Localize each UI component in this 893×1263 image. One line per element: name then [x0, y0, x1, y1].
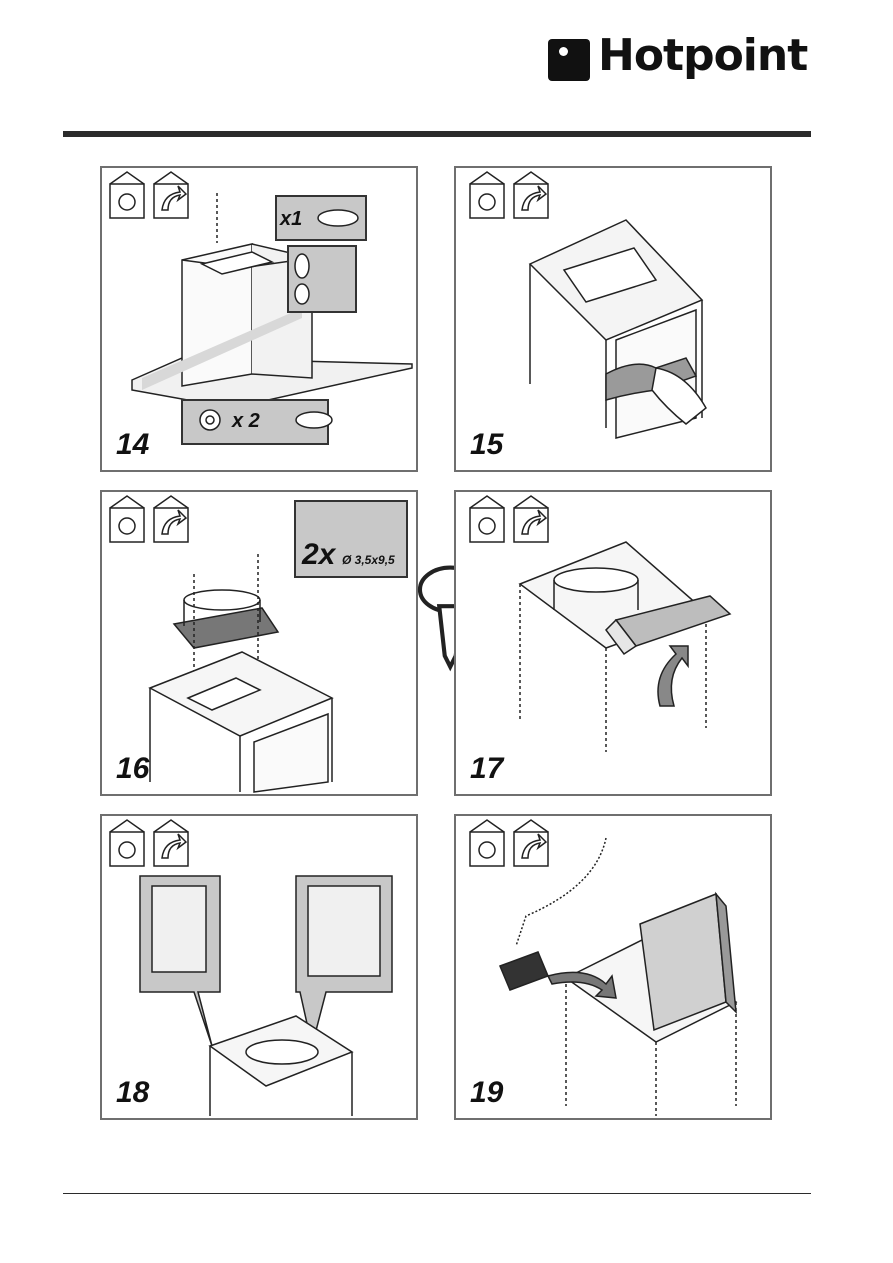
recirculation-mode-icon: [470, 508, 504, 542]
step-17-illustration: [456, 492, 770, 794]
step-panel-16: 2x Ø 3,5x9,5 16: [100, 490, 418, 796]
recirculation-mode-icon: [110, 184, 144, 218]
step-panel-17: 17: [454, 490, 772, 796]
screw-spec-box: 2x Ø 3,5x9,5: [294, 500, 408, 578]
screw-count-bottom: x 2: [232, 410, 260, 433]
step-panel-14: x1 x 2 14: [100, 166, 418, 472]
step-number: 15: [470, 428, 503, 462]
step-number: 17: [470, 752, 503, 786]
footer-divider: [63, 1193, 811, 1194]
recirculation-mode-icon: [470, 184, 504, 218]
step-panel-15: 15: [454, 166, 772, 472]
logo-text: Hotpoint: [598, 30, 807, 81]
recirculation-mode-icon: [110, 832, 144, 866]
hotpoint-logo: Hotpoint: [548, 38, 814, 88]
step-19-illustration: [456, 816, 770, 1118]
step-number: 14: [116, 428, 149, 462]
logo-mark-icon: [548, 39, 590, 81]
step-18-illustration: [102, 816, 416, 1118]
step-15-illustration: [456, 168, 770, 470]
step-number: 18: [116, 1076, 149, 1110]
step-panel-19: 19: [454, 814, 772, 1120]
step-number: 16: [116, 752, 149, 786]
step-number: 19: [470, 1076, 503, 1110]
screw-count: 2x: [302, 538, 335, 572]
screw-count-top: x1: [280, 208, 302, 231]
header-divider: [63, 131, 811, 137]
screw-spec: Ø 3,5x9,5: [342, 553, 395, 567]
recirculation-mode-icon: [470, 832, 504, 866]
step-panel-18: 18: [100, 814, 418, 1120]
recirculation-mode-icon: [110, 508, 144, 542]
